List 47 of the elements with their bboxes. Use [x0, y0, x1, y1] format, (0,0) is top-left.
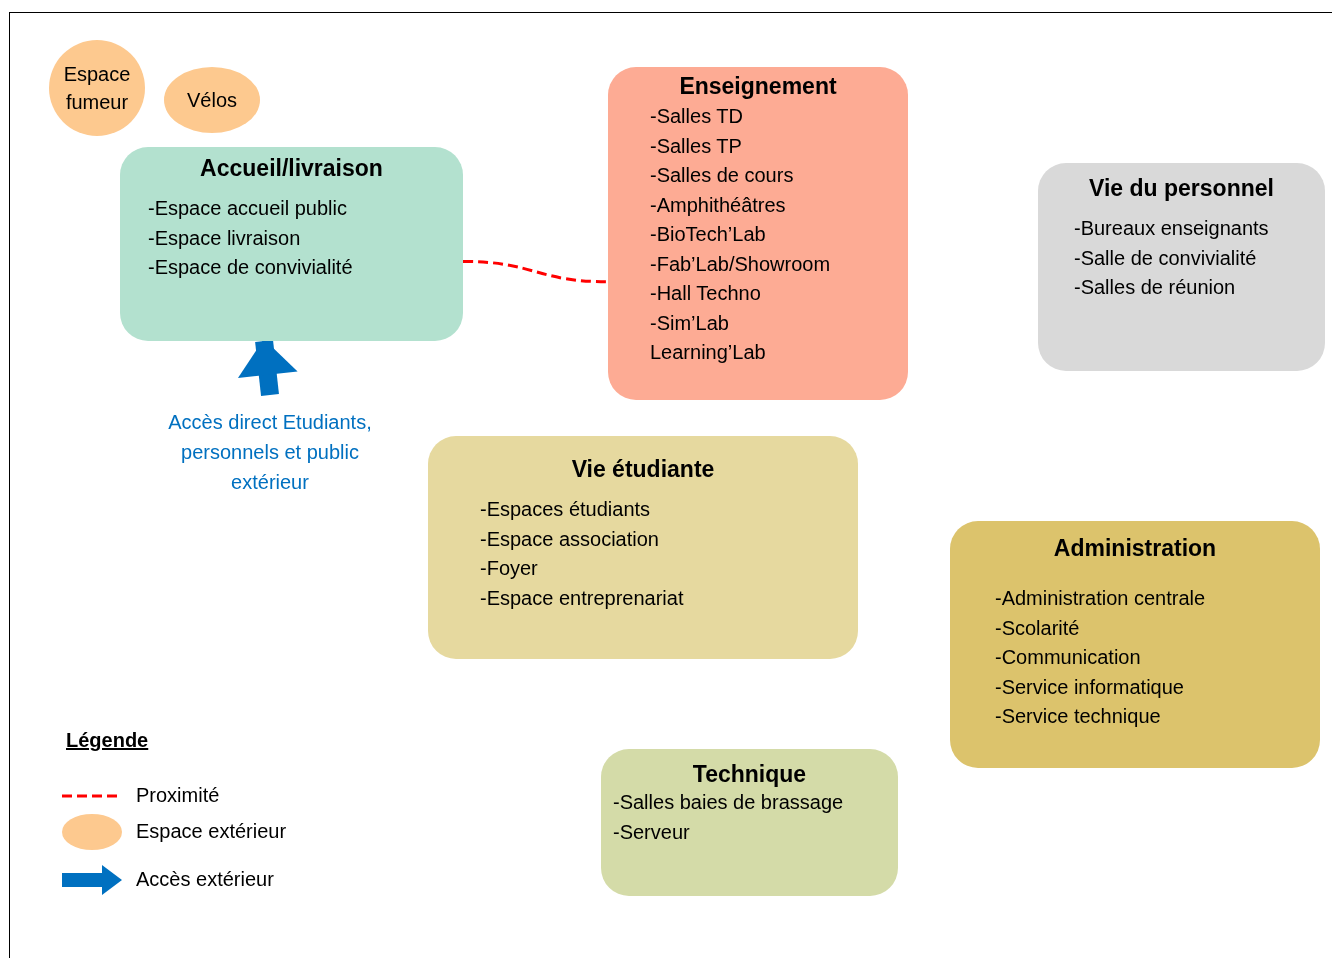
space-label: Espace fumeur: [62, 62, 132, 115]
room-item: -Espace de convivialité: [148, 255, 353, 280]
room-item: -Service technique: [995, 704, 1161, 729]
room-item: -Fab’Lab/Showroom: [650, 251, 831, 277]
zone-title: Vie du personnel: [1088, 175, 1275, 202]
zone-box: [950, 521, 1320, 768]
room-item: -Scolarité: [995, 615, 1080, 641]
zone-title: Administration: [1052, 535, 1218, 562]
zone-title: Vie étudiante: [570, 456, 716, 483]
room-item: -Hall Techno: [650, 281, 761, 306]
room-item: -Salles baies de brassage: [613, 790, 844, 815]
room-item: -Espace entreprenariat: [480, 585, 684, 611]
legend-title: Légende: [66, 729, 149, 752]
legend-label: Accès extérieur: [136, 868, 274, 891]
zone-title: Accueil/livraison: [199, 155, 384, 182]
room-item: -Serveur: [613, 819, 690, 845]
room-item: -Sim’Lab: [650, 310, 729, 336]
room-item: -Espaces étudiants: [480, 497, 651, 522]
room-item: -Bureaux enseignants: [1074, 216, 1269, 241]
space-label: Vélos: [187, 88, 237, 113]
legend-label: Espace extérieur: [136, 820, 287, 843]
room-item: -Salles TD: [650, 104, 743, 129]
zone-box: [608, 67, 908, 400]
zone-box: [601, 749, 898, 896]
zone-box: [428, 436, 858, 659]
block-arrow: [237, 339, 298, 396]
room-item: -BioTech’Lab: [650, 222, 766, 247]
room-item: -Espace accueil public: [148, 196, 347, 221]
room-item: -Espace association: [480, 526, 659, 552]
room-item: -Foyer: [480, 556, 538, 581]
zone-box: [120, 147, 463, 341]
room-item: -Espace livraison: [148, 225, 301, 251]
room-item: -Amphithéâtres: [650, 192, 786, 218]
access-note: Accès direct Etudiants, personnels et public extérieur: [150, 395, 390, 505]
connector-line: [462, 259, 609, 284]
zone-box: [1038, 163, 1325, 371]
room-item: -Administration centrale: [995, 586, 1206, 611]
room-item: Learning’Lab: [650, 340, 766, 365]
zone-title: Enseignement: [678, 73, 838, 100]
zone-title: Technique: [691, 761, 808, 788]
room-item: -Salle de convivialité: [1074, 245, 1257, 271]
room-item: -Salles TP: [650, 133, 742, 159]
room-item: -Salles de cours: [650, 163, 794, 188]
room-item: -Service informatique: [995, 674, 1184, 700]
room-item: -Communication: [995, 645, 1141, 670]
legend-label: Proximité: [136, 784, 220, 807]
room-item: -Salles de réunion: [1074, 275, 1236, 300]
